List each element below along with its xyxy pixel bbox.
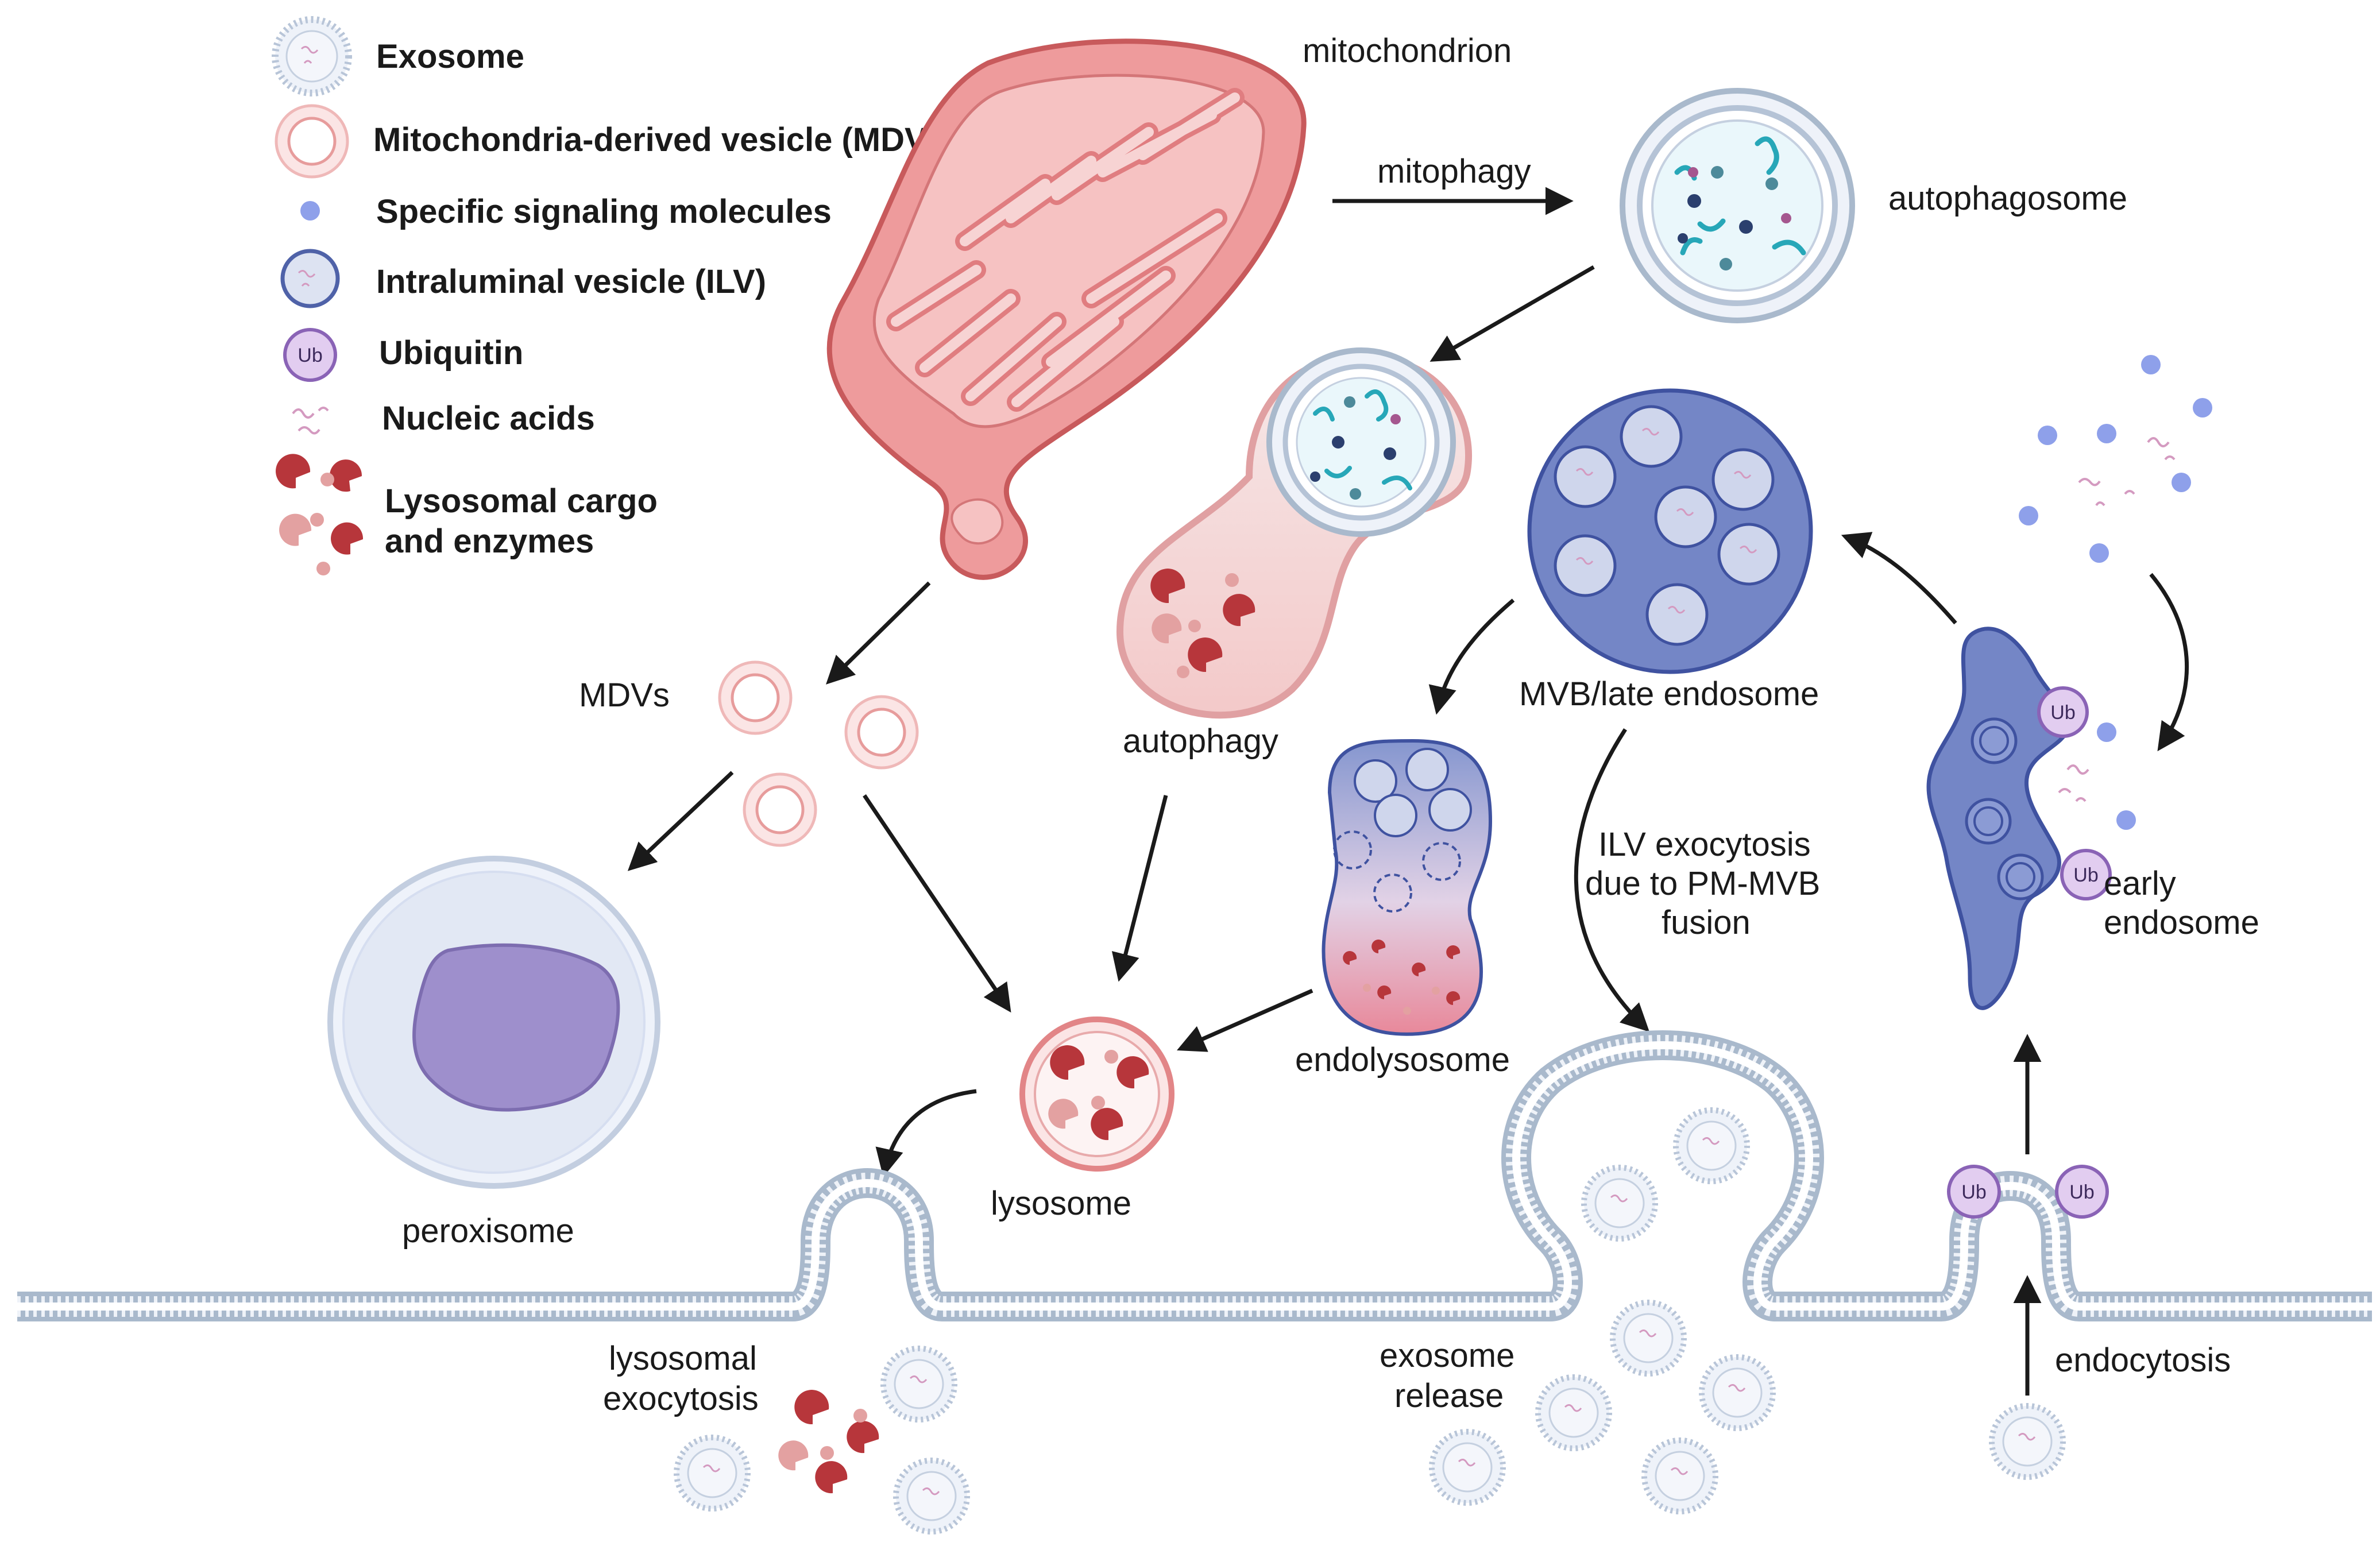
exosome-release-label-2: release (1394, 1377, 1504, 1414)
mdvs-label: MDVs (579, 677, 670, 714)
early-endosome: Ub Ub (1926, 627, 2136, 1010)
ubiquitin-tag-pit-left: Ub (1947, 1165, 2001, 1219)
mvb-label: MVB/late endosome (1519, 675, 1819, 713)
mdvs (718, 660, 919, 847)
legend-signaling-icon (300, 201, 320, 221)
lysosomal-exocytosis-products (674, 1346, 970, 1535)
exosome-release-label-1: exosome (1380, 1337, 1514, 1374)
ilv-exocytosis-label-1: ILV exocytosis (1598, 826, 1811, 863)
exosomes-in-mvb-fusion (1581, 1107, 1750, 1242)
svg-text:Ub: Ub (2050, 702, 2075, 724)
autophagosome (1620, 88, 1855, 323)
exosome-endocytosis (1989, 1403, 2066, 1480)
legend-ilv-icon (280, 249, 340, 308)
autophagy-to-lysosome-arrow (1111, 795, 1168, 982)
legend-exosome-label: Exosome (376, 38, 524, 75)
lysosome (1019, 1017, 1174, 1172)
lysosomal-exocytosis-label-2: exocytosis (603, 1380, 759, 1417)
peroxisome (327, 856, 660, 1189)
legend-nucleic-icon (292, 407, 329, 435)
legend-signaling-label: Specific signaling molecules (376, 193, 832, 230)
endolysosome (1322, 739, 1493, 1036)
legend-ilv-label: Intraluminal vesicle (ILV) (376, 263, 766, 300)
endolysosome-to-lysosome-arrow (1177, 988, 1313, 1052)
legend: Exosome Mitochondria-derived vesicle (MD… (272, 16, 938, 575)
legend-exosome-icon (272, 16, 352, 96)
mdvs-to-lysosome-arrow (863, 794, 1011, 1013)
autophagosome-label: autophagosome (1888, 180, 2127, 217)
autophagy-structure (1116, 347, 1472, 719)
ilv-group (1554, 405, 1780, 646)
ubiquitin-tag-early-1: Ub (2037, 686, 2089, 738)
svg-text:Ub: Ub (2073, 864, 2098, 886)
endocytosis-label: endocytosis (2055, 1342, 2231, 1379)
early-endosome-label-2: endosome (2104, 904, 2259, 941)
ilv-exocytosis-label-2: due to PM-MVB (1585, 865, 1820, 902)
ubiquitin-tag-pit-right: Ub (2055, 1165, 2109, 1219)
legend-mdv-label: Mitochondria-derived vesicle (MDV) (373, 121, 938, 159)
early-to-mvb-arrow (1841, 532, 1957, 625)
mitochondrion (826, 38, 1307, 580)
mitophagy-label: mitophagy (1377, 153, 1531, 190)
autophagosome-to-autophagy-arrow (1429, 265, 1595, 362)
autophagy-label: autophagy (1123, 722, 1278, 760)
mito-to-mdvs-arrow (826, 581, 931, 685)
signaling-molecules-cluster (2019, 355, 2212, 563)
legend-lyso-cargo-label-1: Lysosomal cargo (385, 482, 658, 520)
ubiquitin-tag-early-2: Ub (2060, 849, 2112, 900)
legend-ubiquitin-label: Ubiquitin (379, 334, 523, 372)
mdvs-to-peroxisome-arrow (627, 771, 734, 871)
early-endosome-label-1: early (2104, 865, 2176, 902)
mvb-to-endolysosome-arrow (1428, 598, 1515, 715)
svg-text:Ub: Ub (2069, 1181, 2094, 1203)
mitochondrion-label: mitochondrion (1303, 32, 1512, 69)
legend-nucleic-label: Nucleic acids (382, 400, 595, 437)
endolysosome-label: endolysosome (1295, 1041, 1510, 1079)
legend-ub-text: Ub (298, 345, 322, 366)
ilv-exocytosis-label-3: fusion (1662, 904, 1751, 941)
svg-text:Ub: Ub (1961, 1181, 1986, 1203)
legend-mdv-icon (275, 104, 349, 179)
released-exosomes (1429, 1300, 1776, 1514)
peroxisome-label: peroxisome (402, 1212, 574, 1250)
legend-lyso-cargo-label-2: and enzymes (385, 523, 594, 560)
legend-lyso-cargo-icon (276, 454, 364, 575)
lysosome-label: lysosome (991, 1185, 1131, 1222)
lysosome-to-membrane-arrow (875, 1089, 977, 1177)
mvb-late-endosome (1527, 388, 1813, 674)
lysosomal-exocytosis-label-1: lysosomal (609, 1340, 757, 1377)
legend-ubiquitin-icon: Ub (283, 328, 337, 382)
ilv-exocytosis-arrow (1574, 728, 1650, 1032)
signaling-to-early-endosome-arrow (2149, 573, 2189, 752)
